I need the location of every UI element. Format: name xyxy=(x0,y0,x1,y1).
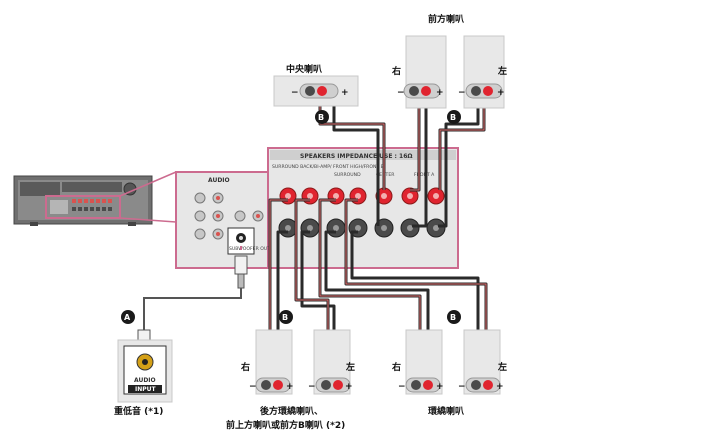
surround-back-label-line2: 前上方喇叭或前方B喇叭 (*2) xyxy=(226,419,345,431)
badge-a-text: A xyxy=(124,313,131,322)
badge-b-center-text: B xyxy=(318,113,324,122)
badge-b-surround-back: B xyxy=(279,310,293,324)
receiver-unit xyxy=(13,175,153,226)
subwoofer-label: 重低音 (*1) xyxy=(114,405,163,417)
front-left-side-label: 左 xyxy=(497,65,507,77)
surround-speakers-label: 環繞喇叭 xyxy=(428,405,464,417)
surround-back-left-minus: − xyxy=(308,382,316,392)
front-left-plus: + xyxy=(497,88,505,98)
front-right-minus: − xyxy=(397,88,405,98)
center-speaker: 中央喇叭 − + xyxy=(273,63,359,107)
badge-b-center: B xyxy=(315,110,329,124)
rear-panel: SPEAKERS IMPEDANCE USE : 16Ω AUDIO SURRO… xyxy=(175,147,459,269)
surround-back-right-side-label: 右 xyxy=(240,361,250,373)
surround-back-right-minus: − xyxy=(249,382,257,392)
badge-a: A xyxy=(121,310,135,324)
subwoofer-cable xyxy=(137,255,248,349)
subwoofer: AUDIO INPUT xyxy=(117,339,173,403)
subwoofer-input-text: INPUT xyxy=(135,386,157,393)
front-right-side-label: 右 xyxy=(391,65,401,77)
speaker-cable-highlights xyxy=(269,92,487,380)
badge-b-surround: B xyxy=(447,310,461,324)
surround-left-speaker: 左 − + xyxy=(458,329,507,395)
zoom-line-top xyxy=(119,171,177,197)
surround-back-label-line1: 後方環繞喇叭、 xyxy=(260,405,323,417)
panel-speakers-title: SPEAKERS IMPEDANCE USE : 16Ω xyxy=(300,153,413,160)
panel-surround-back-label: SURROUND BACK/BI-AMP/ FRONT HIGH/FRONT B xyxy=(272,164,384,170)
surround-back-left-side-label: 左 xyxy=(345,361,355,373)
surround-back-left-plus: + xyxy=(345,382,353,392)
badge-b-surround-text: B xyxy=(450,313,456,322)
panel-center-label: CENTER xyxy=(376,172,395,178)
surround-back-left-speaker: 左 − + xyxy=(308,329,355,395)
center-speaker-minus: − xyxy=(291,88,299,98)
surround-back-right-plus: + xyxy=(286,382,294,392)
panel-surround-label: SURROUND xyxy=(334,172,361,178)
zoom-line-bottom xyxy=(119,217,177,223)
front-right-plus: + xyxy=(436,88,444,98)
surround-right-speaker: 右 − + xyxy=(391,329,444,395)
surround-left-plus: + xyxy=(496,382,504,392)
surround-left-minus: − xyxy=(458,382,466,392)
center-speaker-plus: + xyxy=(341,88,349,98)
badge-b-front: B xyxy=(447,110,461,124)
surround-back-right-speaker: 右 − + xyxy=(240,329,294,395)
front-left-speaker: 左 − + xyxy=(458,35,507,109)
badge-b-surround-back-text: B xyxy=(282,313,288,322)
front-left-minus: − xyxy=(458,88,466,98)
front-right-speaker: 右 − + xyxy=(391,35,447,109)
surround-right-plus: + xyxy=(436,382,444,392)
surround-right-minus: − xyxy=(398,382,406,392)
badge-b-front-text: B xyxy=(450,113,456,122)
panel-subwoofer-out: SUBWOOFER OUT xyxy=(229,246,270,252)
surround-right-side-label: 右 xyxy=(391,361,401,373)
center-speaker-label: 中央喇叭 xyxy=(286,63,322,75)
subwoofer-audio-text: AUDIO xyxy=(134,377,156,384)
panel-audio-title: AUDIO xyxy=(208,177,230,184)
surround-left-side-label: 左 xyxy=(497,361,507,373)
front-speakers-label: 前方喇叭 xyxy=(428,13,464,25)
